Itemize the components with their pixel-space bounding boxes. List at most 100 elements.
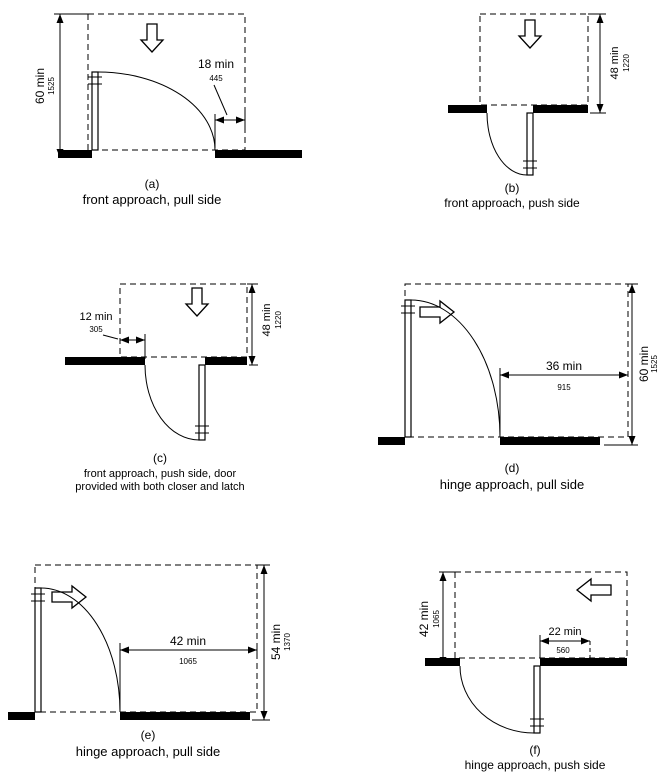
dimension-side-clearance: 42 min 1065 bbox=[119, 634, 258, 710]
arrowhead-up bbox=[439, 572, 447, 581]
door-swing-arc bbox=[40, 587, 121, 713]
wall-segment-right bbox=[120, 712, 250, 720]
wall-segment-left bbox=[65, 357, 145, 365]
dimension-depth: 60 min 1525 bbox=[604, 283, 659, 446]
dim-alt-label: 915 bbox=[557, 383, 571, 392]
dim-alt-label: 1220 bbox=[622, 54, 631, 72]
dimension-side-clearance: 36 min 915 bbox=[499, 359, 628, 435]
dim-label: 42 min bbox=[417, 601, 431, 637]
arrowhead-down bbox=[260, 711, 268, 720]
wall-segment-left bbox=[425, 658, 460, 666]
dim-alt-label: 1065 bbox=[432, 610, 441, 628]
dimension-depth: 54 min 1370 bbox=[252, 564, 292, 721]
arrowhead-left bbox=[215, 116, 224, 124]
dim-alt-label: 1065 bbox=[179, 657, 197, 666]
figure-tag: (c) bbox=[153, 451, 167, 465]
figure-tag: (a) bbox=[145, 177, 160, 191]
dim-label: 18 min bbox=[198, 57, 234, 71]
arrowhead-down bbox=[248, 356, 256, 365]
dim-alt-label: 305 bbox=[89, 325, 103, 334]
figure-caption: front approach, pull side bbox=[83, 192, 222, 207]
dimension-latch-clearance: 12 min 305 bbox=[79, 311, 146, 359]
figure-d-drawing: 36 min 915 60 min 1525 (d) hinge approac… bbox=[378, 283, 659, 492]
wall-segment-left bbox=[58, 150, 92, 158]
figure-caption: front approach, push side bbox=[444, 196, 580, 210]
arrowhead-left bbox=[120, 336, 129, 344]
wall-segment-left bbox=[378, 437, 405, 445]
arrowhead-up bbox=[248, 284, 256, 293]
dim-label: 42 min bbox=[170, 634, 206, 648]
figure-tag: (b) bbox=[505, 181, 520, 195]
arrowhead-right bbox=[236, 116, 245, 124]
dimension-depth: 42 min 1065 bbox=[417, 571, 455, 666]
dim-alt-label: 1525 bbox=[47, 77, 56, 95]
figure-caption-line1: front approach, push side, door bbox=[84, 468, 237, 480]
dim-label: 54 min bbox=[269, 624, 283, 660]
door-leaf bbox=[198, 364, 206, 441]
figure-tag: (e) bbox=[141, 728, 156, 742]
door-swing-arc bbox=[410, 299, 501, 438]
wall-segment-right bbox=[533, 105, 588, 113]
figure-caption: hinge approach, pull side bbox=[440, 477, 585, 492]
figure-c-drawing: 12 min 305 48 min 1220 (c) front approac… bbox=[65, 283, 283, 493]
figure-d: 36 min 915 60 min 1525 (d) hinge approac… bbox=[358, 280, 659, 492]
approach-arrow-down-icon bbox=[139, 23, 165, 53]
figure-f-drawing: 42 min 1065 22 min 560 (f) hinge approac… bbox=[417, 571, 628, 772]
figure-caption: hinge approach, pull side bbox=[76, 744, 221, 759]
door-leaf bbox=[404, 299, 412, 438]
dim-label: 60 min bbox=[33, 68, 47, 104]
door-swing-arc bbox=[459, 665, 535, 734]
arrowhead-left bbox=[500, 371, 509, 379]
clearance-area bbox=[34, 564, 258, 713]
door-leaf bbox=[526, 112, 534, 176]
arrowhead-up bbox=[596, 14, 604, 23]
arrowhead-down bbox=[596, 104, 604, 113]
dim-alt-label: 1220 bbox=[274, 311, 283, 329]
door-leaf bbox=[533, 665, 541, 734]
figure-caption: hinge approach, push side bbox=[465, 758, 606, 772]
dim-label: 22 min bbox=[548, 626, 581, 638]
dimension-latch-clearance: 18 min 445 bbox=[198, 57, 246, 148]
dim-alt-label: 1525 bbox=[650, 355, 659, 373]
arrowhead-up bbox=[628, 284, 636, 293]
dim-label: 48 min bbox=[609, 46, 621, 79]
wall-segment-right bbox=[215, 150, 302, 158]
door-leaf bbox=[34, 587, 42, 713]
figure-b: 48 min 1220 (b) front approach, push sid… bbox=[440, 8, 640, 216]
clearance-area bbox=[119, 283, 248, 358]
wall-segment-right bbox=[540, 658, 627, 666]
arrowhead-down bbox=[628, 436, 636, 445]
figure-e-drawing: 42 min 1065 54 min 1370 (e) hinge approa… bbox=[8, 564, 292, 759]
door-swing-arc bbox=[97, 71, 216, 151]
figure-e: 42 min 1065 54 min 1370 (e) hinge approa… bbox=[5, 560, 293, 760]
arrowhead-left bbox=[120, 646, 129, 654]
wall-segment-right bbox=[205, 357, 247, 365]
figure-b-drawing: 48 min 1220 (b) front approach, push sid… bbox=[444, 13, 631, 210]
leader-line bbox=[102, 334, 119, 340]
clearance-area bbox=[87, 13, 246, 151]
leader-line bbox=[213, 84, 228, 116]
wall-segment-left bbox=[448, 105, 487, 113]
dimension-depth: 48 min 1220 bbox=[247, 283, 283, 366]
arrowhead-left bbox=[540, 637, 549, 645]
dim-alt-label: 1370 bbox=[283, 633, 292, 651]
arrowhead-up bbox=[260, 565, 268, 574]
dim-alt-label: 445 bbox=[209, 74, 223, 83]
dim-label: 12 min bbox=[79, 311, 112, 323]
figure-tag: (d) bbox=[505, 461, 520, 475]
dim-label: 60 min bbox=[637, 346, 651, 382]
door-leaf bbox=[91, 71, 99, 151]
wall-segment-left bbox=[8, 712, 35, 720]
dim-alt-label: 560 bbox=[556, 646, 570, 655]
dimension-depth: 48 min 1220 bbox=[588, 13, 631, 114]
wall-segment-right bbox=[500, 437, 600, 445]
approach-arrow-down-icon bbox=[184, 287, 210, 317]
figure-a-drawing: 60 min 1525 18 min 445 (a) front approac… bbox=[33, 13, 302, 207]
figure-f: 42 min 1065 22 min 560 (f) hinge approac… bbox=[415, 565, 659, 773]
arrowhead-right bbox=[136, 336, 145, 344]
dimension-side-clearance: 22 min 560 bbox=[539, 626, 591, 658]
figure-caption-line2: provided with both closer and latch bbox=[75, 481, 244, 493]
dimension-depth: 60 min 1525 bbox=[33, 13, 88, 158]
approach-arrow-left-icon bbox=[575, 577, 612, 603]
